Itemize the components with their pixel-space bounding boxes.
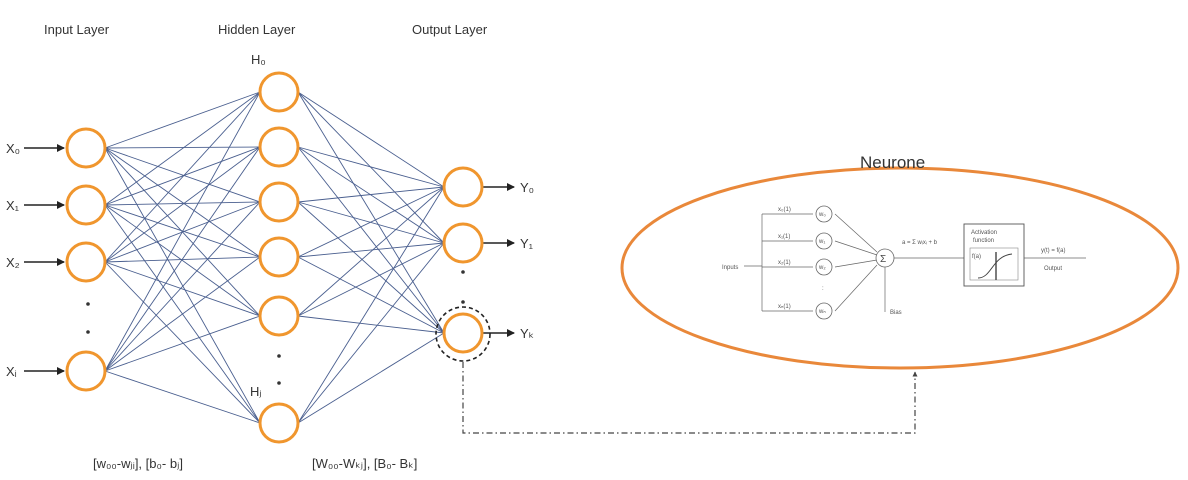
- input-node: [65, 184, 107, 226]
- highlight-circle: [435, 306, 491, 362]
- hidden-label-hj: Hⱼ: [250, 384, 262, 399]
- input-node: [65, 127, 107, 169]
- connection-edge: [297, 91, 445, 334]
- connection-edge: [297, 91, 445, 244]
- connection-edge: [104, 91, 261, 372]
- connection-edge: [104, 261, 261, 317]
- connection-edge: [104, 91, 261, 206]
- output-node: [442, 166, 484, 208]
- weights-hidden-output: [W₀₀-Wₖⱼ], [B₀- Bₖ]: [312, 456, 417, 471]
- neuron-input-term-1: x₁(1): [778, 234, 790, 240]
- neuron-input-term-2: x₂(1): [778, 260, 791, 266]
- connection-edge: [104, 146, 261, 263]
- connection-edge: [104, 256, 261, 372]
- connection-edge: [297, 186, 445, 203]
- input-label-x1: X₁: [6, 198, 20, 213]
- connection-edge: [104, 146, 261, 372]
- input-arrows: [24, 144, 65, 375]
- hidden-node: [258, 71, 300, 113]
- input-label-x0: X₀: [6, 141, 20, 156]
- connection-edge: [104, 315, 261, 372]
- connection-edge: [104, 146, 261, 149]
- output-layer-title: Output Layer: [412, 22, 488, 37]
- connection-edge: [104, 147, 261, 424]
- output-nodes: [442, 166, 484, 354]
- activation-fn: f(a): [972, 254, 981, 260]
- neuron-schematic: Inputs x₀(1) x₁(1) x₂(1) xₙ(1) w₀ w₁ w₂ …: [722, 205, 1086, 320]
- connection-edge: [297, 315, 445, 334]
- connection-edge: [104, 147, 261, 258]
- hidden-node: [258, 126, 300, 168]
- svg-text::: :: [822, 286, 824, 292]
- hidden-node: [258, 181, 300, 223]
- connection-edge: [297, 146, 445, 188]
- neuron-inputs-label: Inputs: [722, 265, 738, 271]
- input-label-x2: X₂: [6, 255, 20, 270]
- hidden-node: [258, 402, 300, 444]
- hidden-node: [258, 295, 300, 337]
- connection-edge: [104, 91, 261, 149]
- connection-edge: [297, 201, 445, 244]
- neuron-weight-n: wₙ: [818, 309, 826, 315]
- connection-edge: [104, 204, 261, 317]
- connection-edge: [297, 242, 445, 317]
- hidden-layer-title: Hidden Layer: [218, 22, 296, 37]
- activation-title: Activation: [971, 230, 997, 236]
- neuron-weight-2: w₂: [818, 265, 826, 271]
- activation-sub: function: [973, 238, 994, 244]
- connection-edge: [297, 242, 445, 258]
- input-nodes: [65, 127, 107, 392]
- connection-edge: [297, 186, 445, 317]
- neuron-title: Neurone: [860, 153, 925, 172]
- ellipsis-dots: [86, 270, 465, 385]
- connection-edge: [297, 242, 445, 424]
- neuron-weight-0: w₀: [818, 212, 826, 218]
- output-label-y1: Y₁: [520, 236, 534, 251]
- neuron-output-eq: y(t) = f(a): [1041, 248, 1066, 254]
- connection-edge: [297, 186, 445, 258]
- connection-edge: [104, 146, 261, 206]
- hidden-nodes: [258, 71, 300, 444]
- output-label-yk: Yₖ: [520, 326, 534, 341]
- neuron-weight-1: w₁: [818, 239, 825, 245]
- connection-edge: [297, 332, 445, 424]
- output-label-y0: Y₀: [520, 180, 534, 195]
- connection-edge: [104, 147, 261, 203]
- sum-symbol: Σ: [880, 254, 886, 265]
- neuron-output-label: Output: [1044, 266, 1062, 272]
- output-arrows: [482, 183, 515, 337]
- hidden-label-h0: H₀: [251, 52, 266, 67]
- input-node: [65, 241, 107, 283]
- neuron-input-term-0: x₀(1): [778, 207, 791, 213]
- hidden-node: [258, 236, 300, 278]
- connection-edge: [297, 91, 445, 188]
- neuron-equation: a = Σ wᵢxᵢ + b: [902, 240, 938, 246]
- connection-edge: [104, 201, 261, 372]
- input-label-xi: Xᵢ: [6, 364, 17, 379]
- output-node: [442, 222, 484, 264]
- connection-edge: [104, 201, 261, 206]
- weights-input-hidden: [w₀₀-wⱼᵢ], [b₀- bⱼ]: [93, 456, 183, 471]
- connection-edge: [297, 256, 445, 334]
- neuron-bias-label: Bias: [890, 310, 902, 316]
- output-node: [442, 312, 484, 354]
- connection-edge: [104, 91, 261, 263]
- connection-edge: [104, 261, 261, 424]
- connection-edge: [104, 370, 261, 424]
- connection-edge: [297, 146, 445, 334]
- connection-edge: [297, 201, 445, 334]
- input-layer-title: Input Layer: [44, 22, 110, 37]
- neuron-ellipse: [620, 166, 1180, 370]
- neuron-input-term-3: xₙ(1): [778, 304, 791, 310]
- connector-line: [462, 362, 918, 434]
- input-node: [65, 350, 107, 392]
- connection-edge: [297, 186, 445, 424]
- connection-edge: [297, 146, 445, 244]
- connection-edges: [104, 91, 445, 424]
